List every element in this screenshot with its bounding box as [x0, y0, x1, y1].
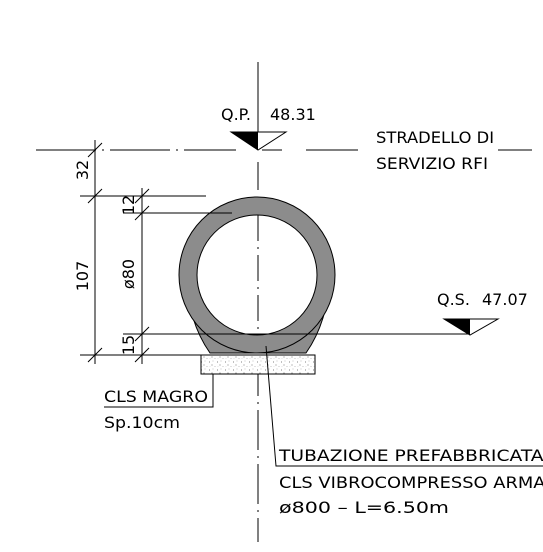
level-triangle-fill-icon: [444, 319, 470, 335]
road-label-line2: SERVIZIO RFI: [376, 154, 488, 173]
road-label-line1: STRADELLO DI: [376, 128, 494, 147]
ground-level-marker: Q.P. 48.31: [221, 105, 316, 151]
pipe-inner-bore: [196, 214, 318, 336]
concrete-bedding: [200, 354, 316, 375]
dimension-extension-lines: [80, 195, 470, 356]
dimension-total: 107: [73, 261, 92, 292]
pipe-callout: TUBAZIONE PREFABBRICATA IN CLS VIBROCOMP…: [265, 345, 543, 517]
bottom-level-label: Q.S.: [437, 290, 470, 309]
road-label: STRADELLO DI SERVIZIO RFI: [376, 128, 494, 173]
dimension-cover: 32: [73, 160, 92, 180]
pipe-section: [178, 196, 336, 354]
dimension-lines: [87, 140, 150, 364]
pipe-label-line2: CLS VIBROCOMPRESSO ARMATO: [279, 473, 543, 492]
pipe-label-line3: ø800 – L=6.50m: [279, 498, 449, 517]
bedding-callout: CLS MAGRO Sp.10cm: [104, 374, 214, 432]
bottom-level-value: 47.07: [482, 290, 528, 309]
ground-level-value: 48.31: [270, 105, 316, 124]
dimension-bottom-wall: 15: [119, 335, 138, 355]
dimension-top-wall: 12: [119, 195, 138, 215]
pipe-label-line1: TUBAZIONE PREFABBRICATA IN: [278, 446, 543, 465]
bedding-label-line1: CLS MAGRO: [104, 387, 208, 406]
bottom-level-marker: Q.S. 47.07: [437, 290, 528, 336]
ground-level-label: Q.P.: [221, 105, 251, 124]
dimension-inner-diameter: ø80: [119, 259, 138, 289]
bedding-label-line2: Sp.10cm: [104, 413, 180, 432]
level-triangle-fill-icon: [231, 132, 258, 150]
